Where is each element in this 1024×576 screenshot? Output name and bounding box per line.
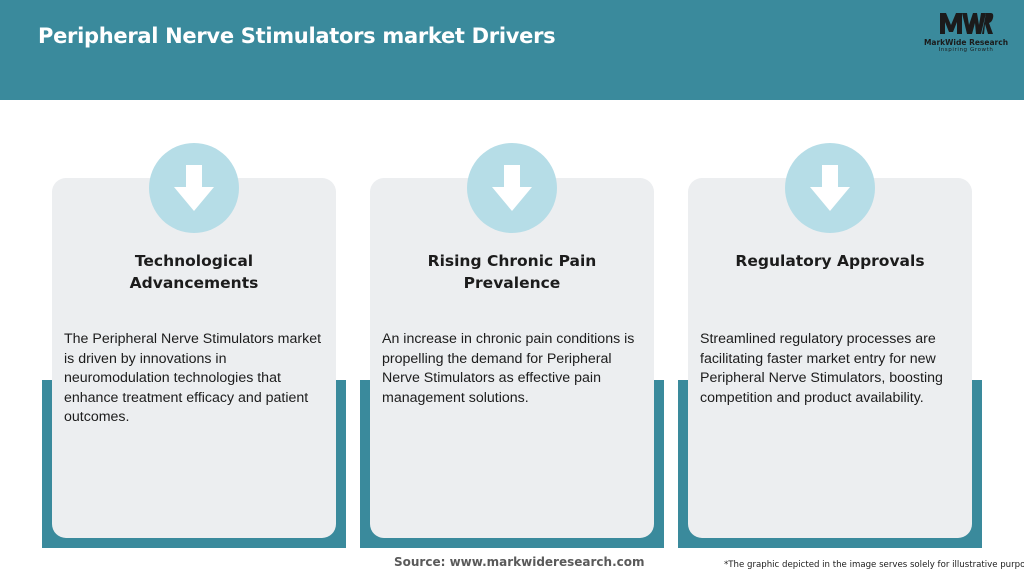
disclaimer-note: *The graphic depicted in the image serve…	[724, 560, 1024, 570]
card-title: Rising Chronic Pain Prevalence	[427, 252, 597, 292]
card-title: Technological Advancements	[129, 252, 259, 292]
driver-card-2: Rising Chronic Pain Prevalence An increa…	[360, 143, 664, 548]
card-description: Streamlined regulatory processes are fac…	[700, 331, 943, 406]
card-description: An increase in chronic pain conditions i…	[382, 331, 635, 406]
arrow-down-icon	[467, 143, 557, 233]
card-panel: Technological Advancements The Periphera…	[52, 143, 336, 538]
card-description: The Peripheral Nerve Stimulators market …	[64, 331, 322, 425]
card-title: Regulatory Approvals	[735, 252, 925, 270]
card-panel: Regulatory Approvals Streamlined regulat…	[688, 143, 972, 538]
logo-tagline: Inspiring Growth	[938, 47, 994, 53]
brand-logo: MarkWide Research Inspiring Growth	[918, 10, 1014, 60]
card-panel: Rising Chronic Pain Prevalence An increa…	[370, 143, 654, 538]
logo-name: MarkWide Research	[923, 38, 1009, 47]
page-title: Peripheral Nerve Stimulators market Driv…	[38, 24, 556, 48]
driver-card-3: Regulatory Approvals Streamlined regulat…	[678, 143, 982, 548]
mwr-logo-icon	[940, 13, 994, 34]
driver-card-1: Technological Advancements The Periphera…	[42, 143, 346, 548]
arrow-down-icon	[785, 143, 875, 233]
header-banner: Peripheral Nerve Stimulators market Driv…	[0, 0, 1024, 100]
arrow-down-icon	[149, 143, 239, 233]
source-citation: Source: www.markwideresearch.com	[394, 555, 645, 569]
